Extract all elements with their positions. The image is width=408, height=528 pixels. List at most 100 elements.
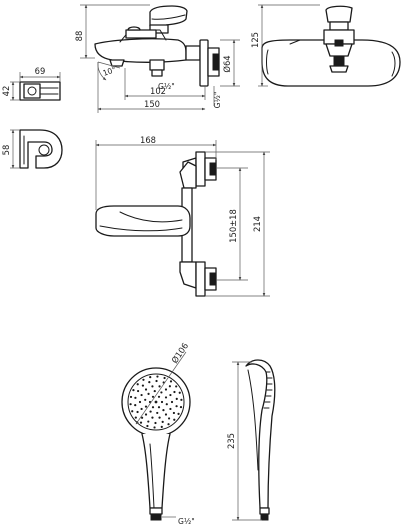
hand-shower-side-dimensions: 235 [226,361,262,521]
dim-holder-width: 69 [35,66,46,76]
nozzle-dot [179,405,183,409]
nozzle-dot [169,380,173,383]
nozzle-dot [157,395,161,398]
nozzle-dot [144,413,148,416]
nozzle-dot [175,405,178,408]
nozzle-dot [163,376,166,380]
nozzle-dot [148,380,151,384]
front-view-mixer [94,5,220,87]
nozzle-dot [140,393,143,397]
nozzle-dot [153,426,156,429]
nozzle-dot [175,385,178,388]
side-view-mixer [261,5,401,87]
side-view-dimensions: 125 [250,4,320,87]
nozzle-dot [151,385,154,388]
dim-inlet-spacing: 150±18 [228,209,238,243]
dim-mixer-total-height: 214 [252,216,262,232]
nozzle-dot [136,383,139,386]
nozzle-dot [129,395,133,399]
nozzle-dot [169,407,172,411]
dim-holder-height: 58 [1,145,11,156]
holder-side-dimensions: 58 [1,129,20,169]
nozzle-dot [151,406,155,409]
nozzle-dot [147,420,150,423]
nozzle-dot [136,389,140,393]
nozzle-dot [164,388,168,391]
nozzle-dot [164,396,168,399]
nozzle-dot [147,392,150,395]
nozzle-dot [170,400,174,404]
nozzle-dot [169,393,172,397]
nozzle-dot [156,375,159,378]
nozzle-dot [165,403,168,406]
nozzle-dot [146,424,149,428]
hand-shower-front [121,367,191,521]
nozzle-dot [132,389,135,392]
dim-hand-shower-length: 235 [226,433,236,449]
nozzle-dot [134,404,137,407]
nozzle-dot [161,420,164,424]
hand-shower-side [245,359,276,521]
dim-side-height: 125 [250,32,260,48]
nozzle-dot [151,416,154,419]
nozzle-dot [151,395,155,398]
nozzle-dot [167,423,170,426]
nozzle-dot [180,398,183,401]
nozzle-dot [140,407,143,411]
dim-spout-height: 88 [74,31,84,42]
nozzle-dot [134,396,137,399]
nozzle-dot [144,405,148,408]
nozzle-dot [156,411,159,415]
holder-top-view [19,81,61,101]
nozzle-dot [134,416,137,419]
nozzle-dot [144,398,147,401]
nozzle-dot [144,388,148,391]
nozzle-dot [175,397,178,400]
front-view-dimensions: 88 10° G½" 102 150 Ø64 G½" [74,4,240,113]
nozzle-dot [162,409,165,412]
nozzle-dot [141,384,145,387]
side-nozzle-ridges [263,371,273,409]
nozzle-dot [173,418,176,421]
dim-inlet-thread-wall: G½" [213,92,222,109]
nozzle-dot [158,385,161,388]
nozzle-dot [160,425,163,428]
nozzle-dot [136,410,139,414]
nozzle-dot [139,421,143,424]
nozzle-dot [173,390,176,394]
nozzle-dot [164,413,168,416]
nozzle-dot [131,410,134,413]
nozzle-dot [141,416,144,419]
dim-body-diameter: Ø64 [222,55,232,72]
dim-spout-reach-short: 102 [150,86,166,96]
dim-holder-depth: 42 [1,86,11,97]
nozzle-dot [154,421,157,425]
nozzle-dot [160,391,163,394]
nozzle-dot [129,403,132,406]
nozzle-dot [153,389,156,393]
dim-shower-head-diameter: Ø106 [169,341,190,365]
holder-top-dimensions: 69 42 [1,66,61,101]
dim-mixer-length: 168 [140,135,156,145]
nozzle-dot [142,378,145,381]
nozzle-dot [149,376,152,379]
dim-hand-shower-thread: G½" [178,517,195,526]
dim-spout-reach-long: 150 [144,99,160,109]
nozzle-pattern [129,375,183,429]
nozzle-dot [160,400,164,404]
nozzle-dot [172,411,176,415]
nozzle-dot [167,417,171,420]
top-view-mixer [95,151,217,297]
nozzle-dot [155,379,158,383]
top-view-dimensions: 168 150±18 214 [95,135,270,297]
nozzle-dot [177,412,180,415]
nozzle-dot [178,391,181,394]
holder-side-view [19,129,63,169]
nozzle-dot [158,416,161,419]
nozzle-dot [149,410,152,413]
nozzle-dot [168,385,171,388]
nozzle-dot [138,400,142,404]
dim-spout-angle: 10° [102,65,118,78]
dim-inlet-thread-spout: G½" [158,82,175,91]
